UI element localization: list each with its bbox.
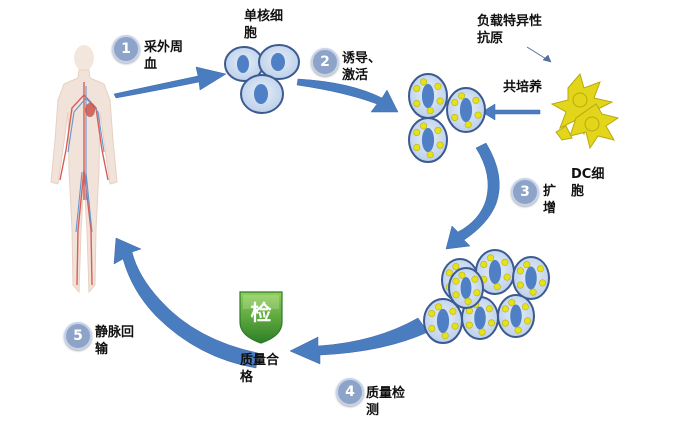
expanded-cell [448, 267, 484, 309]
expanded-cell [497, 294, 535, 338]
step-2-number: 2 [311, 48, 339, 76]
step-1-label: 采外周 血 [144, 40, 184, 72]
step-2-label: 诱导、 激活 [342, 51, 382, 83]
step-5-number: 5 [64, 322, 92, 350]
arrow-coculture [481, 103, 541, 121]
dendritic-cell-icon [550, 72, 620, 150]
antigen-label: 负载特异性 抗原 [477, 14, 543, 46]
expanded-cell [512, 256, 550, 300]
arrow-blood-to-mono [113, 66, 227, 99]
activated-cell [446, 87, 486, 133]
monocyte-cells [224, 44, 300, 114]
step-1-number: 1 [112, 35, 140, 63]
shield-check-icon [239, 291, 283, 344]
step-4-label: 质量检 测 [366, 386, 406, 418]
badge-text: 检 [250, 301, 272, 325]
arrow-return [113, 237, 259, 369]
qc-pass-label: 质量合 格 [240, 353, 280, 385]
step-3-number: 3 [511, 178, 539, 206]
expanded-cell [423, 298, 463, 344]
monocyte-label: 单核细 胞 [244, 9, 284, 41]
step-3-label: 扩 增 [543, 184, 557, 216]
arrow-to-qc [289, 317, 429, 365]
dc-cell-label: DC细 胞 [571, 167, 605, 199]
flow-arrows [113, 46, 552, 369]
activated-cell [408, 117, 448, 163]
coculture-label: 共培养 [503, 80, 543, 95]
arrow-expansion [445, 142, 500, 250]
activated-cells [408, 73, 486, 163]
activated-cell [408, 73, 448, 119]
antigen-pointer-head [542, 54, 552, 63]
step-4-number: 4 [336, 378, 364, 406]
expanded-cells [423, 249, 550, 344]
step-5-label: 静脉回 输 [95, 325, 135, 357]
arrow-mono-to-activation [296, 78, 399, 113]
human-body-icon [50, 45, 118, 294]
